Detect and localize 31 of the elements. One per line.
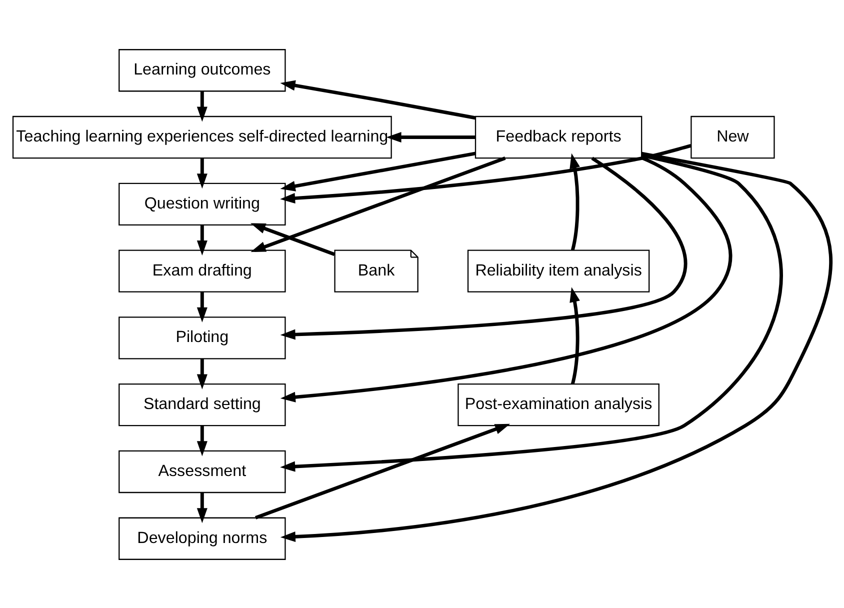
arrow xyxy=(570,286,580,384)
arrow xyxy=(280,153,783,472)
node-box: Reliability item analysis xyxy=(467,249,650,292)
node-box: Post-examination analysis xyxy=(458,383,660,426)
arrow xyxy=(280,156,687,340)
arrow xyxy=(280,156,732,402)
node-box: Question writing xyxy=(118,182,286,225)
arrow xyxy=(570,152,580,250)
arrow xyxy=(250,156,506,252)
node-box: Standard setting xyxy=(118,383,286,426)
arrow xyxy=(250,222,336,256)
arrow xyxy=(280,144,692,203)
node-box: Learning outcomes xyxy=(118,48,286,92)
arrow xyxy=(196,90,208,122)
arrow xyxy=(280,151,476,191)
arrow xyxy=(196,358,208,389)
node-box: Feedback reports xyxy=(474,115,642,158)
node-box: Developing norms xyxy=(118,516,286,560)
node-box: New xyxy=(690,115,775,158)
arrow xyxy=(196,425,208,456)
node-box: Exam drafting xyxy=(118,249,286,292)
arrow xyxy=(386,132,476,142)
arrow xyxy=(196,291,208,322)
arrow xyxy=(196,224,208,256)
node-box: Piloting xyxy=(118,316,286,359)
node-box: Teaching learning experiences self-directed learning xyxy=(12,115,392,158)
arrow xyxy=(196,158,208,188)
node-box: Assessment xyxy=(118,450,286,493)
arrow xyxy=(196,492,208,523)
arrow xyxy=(280,151,832,542)
arrow xyxy=(280,80,476,120)
